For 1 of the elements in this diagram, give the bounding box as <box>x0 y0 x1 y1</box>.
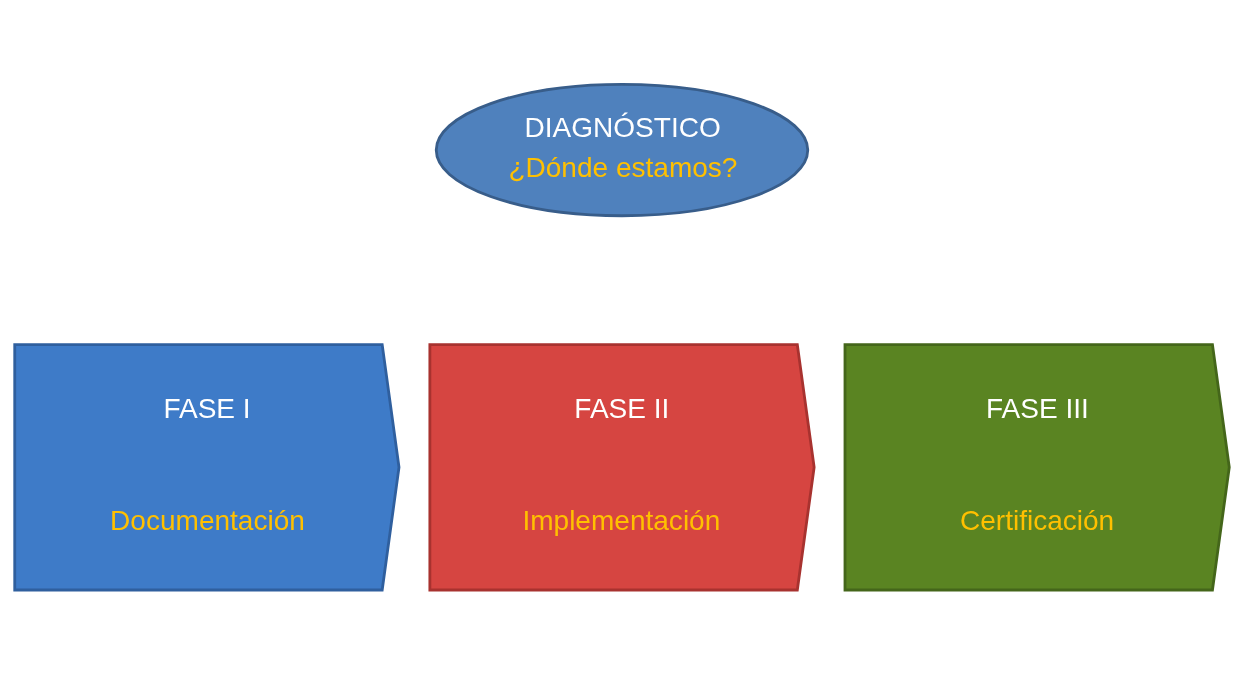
node-ellipse: DIAGNÓSTICO ¿Dónde estamos? <box>434 82 810 217</box>
